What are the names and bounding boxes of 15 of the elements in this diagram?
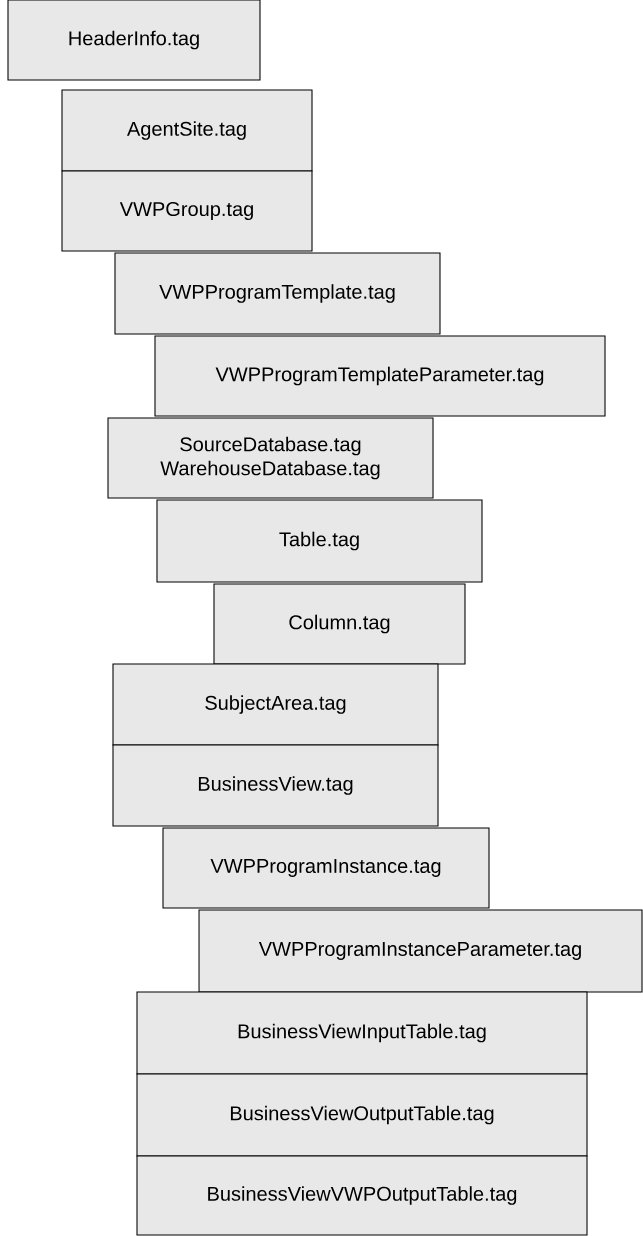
tag-box: AgentSite.tag [61, 89, 313, 172]
tag-box: VWPProgramInstanceParameter.tag [198, 909, 643, 993]
tag-box: BusinessViewInputTable.tag [136, 991, 588, 1075]
tag-box: SourceDatabase.tag WarehouseDatabase.tag [107, 417, 434, 499]
tag-box: VWPProgramInstance.tag [162, 827, 490, 909]
tag-box: HeaderInfo.tag [7, 0, 261, 81]
tag-box: BusinessViewOutputTable.tag [136, 1073, 588, 1157]
tag-box: BusinessViewVWPOutputTable.tag [136, 1155, 588, 1236]
tag-box: SubjectArea.tag [112, 663, 439, 746]
tag-box: BusinessView.tag [112, 744, 439, 827]
tag-box: Table.tag [156, 499, 483, 583]
tag-box: VWPProgramTemplateParameter.tag [154, 335, 606, 417]
tag-box: VWPGroup.tag [61, 170, 313, 252]
tag-box: VWPProgramTemplate.tag [114, 252, 441, 335]
tag-box: Column.tag [213, 583, 466, 665]
